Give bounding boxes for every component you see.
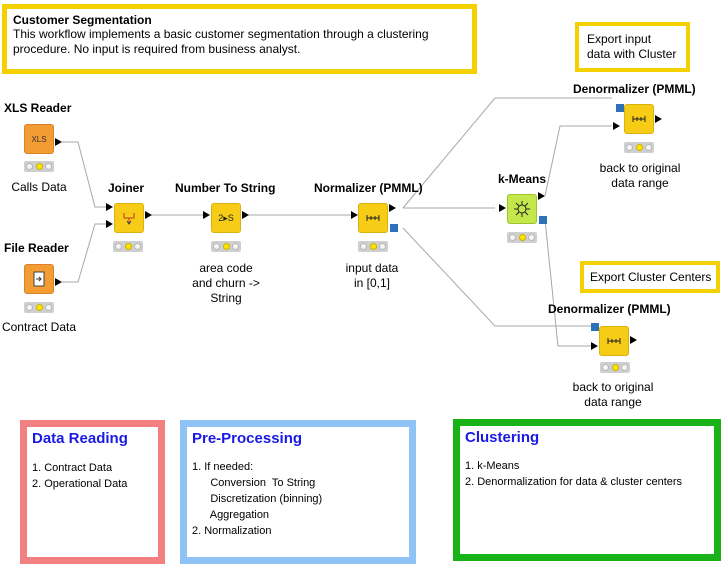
node-label: back to original data range [572,380,654,409]
node-title: Normalizer (PMML) [314,181,423,195]
workflow-title: Customer Segmentation [13,13,152,27]
file-import-icon[interactable] [24,264,54,294]
node-title: Denormalizer (PMML) [548,302,671,316]
workflow-description-annotation[interactable]: Customer Segmentation This workflow impl… [2,4,477,74]
node-title: Number To String [175,181,276,195]
model-output-port[interactable] [390,224,398,232]
input-port[interactable] [203,211,210,219]
node-label: area code and churn -> String [192,261,260,305]
output-port[interactable] [242,211,249,219]
status-indicator [358,241,388,252]
status-indicator [624,142,654,153]
node-title: Denormalizer (PMML) [573,82,696,96]
workflow-description: This workflow implements a basic custome… [13,27,429,56]
output-port[interactable] [55,138,62,146]
output-port[interactable] [655,115,662,123]
status-indicator [211,241,241,252]
data-reading-section[interactable]: Data Reading 1. Contract Data 2. Operati… [20,420,165,564]
section-title: Data Reading [32,430,128,447]
export-centers-annotation[interactable]: Export Cluster Centers [580,261,720,293]
status-indicator [600,362,630,373]
output-port[interactable] [55,278,62,286]
xls-file-icon[interactable]: XLS [24,124,54,154]
number-to-string-icon[interactable]: 2▸S [211,203,241,233]
join-icon[interactable] [114,203,144,233]
input-port-left[interactable] [106,203,113,211]
section-text: 1. k-Means 2. Denormalization for data &… [465,460,683,488]
data-output-port[interactable] [389,204,396,212]
export-input-text: Export input data with Cluster [587,32,677,61]
node-title: k-Means [498,172,547,186]
input-port-right[interactable] [106,220,113,228]
section-title: Pre-Processing [192,430,303,447]
section-text: 1. Contract Data 2. Operational Data [32,462,128,490]
input-port[interactable] [351,211,358,219]
status-indicator [113,241,143,252]
input-port[interactable] [499,204,506,212]
model-input-port[interactable] [616,104,624,112]
model-input-port[interactable] [591,323,599,331]
node-label: Calls Data [11,180,67,194]
node-label: back to original data range [599,161,681,190]
status-indicator [24,302,54,313]
xls-icon-text: XLS [31,134,47,144]
icon-text: 2▸S [218,212,234,223]
section-text: 1. If needed: Conversion To String Discr… [192,461,323,537]
export-centers-text: Export Cluster Centers [590,270,712,284]
pre-processing-section[interactable]: Pre-Processing 1. If needed: Conversion … [180,420,416,564]
status-indicator [507,232,537,243]
denormalize-icon[interactable] [624,104,654,134]
status-indicator [24,161,54,172]
data-input-port[interactable] [591,342,598,350]
export-input-annotation[interactable]: Export input data with Cluster [575,22,690,72]
node-title: File Reader [4,241,69,255]
node-label: input data in [0,1] [345,261,399,290]
data-output-port[interactable] [538,192,545,200]
data-input-port[interactable] [613,122,620,130]
clustering-section[interactable]: Clustering 1. k-Means 2. Denormalization… [453,419,721,561]
normalize-icon[interactable] [358,203,388,233]
node-title: XLS Reader [4,101,72,115]
output-port[interactable] [630,336,637,344]
model-output-port[interactable] [539,216,547,224]
denormalize-icon[interactable] [599,326,629,356]
node-title: Joiner [108,181,145,195]
output-port[interactable] [145,211,152,219]
section-title: Clustering [465,429,540,446]
node-label: Contract Data [1,320,77,334]
cluster-icon[interactable] [507,194,537,224]
